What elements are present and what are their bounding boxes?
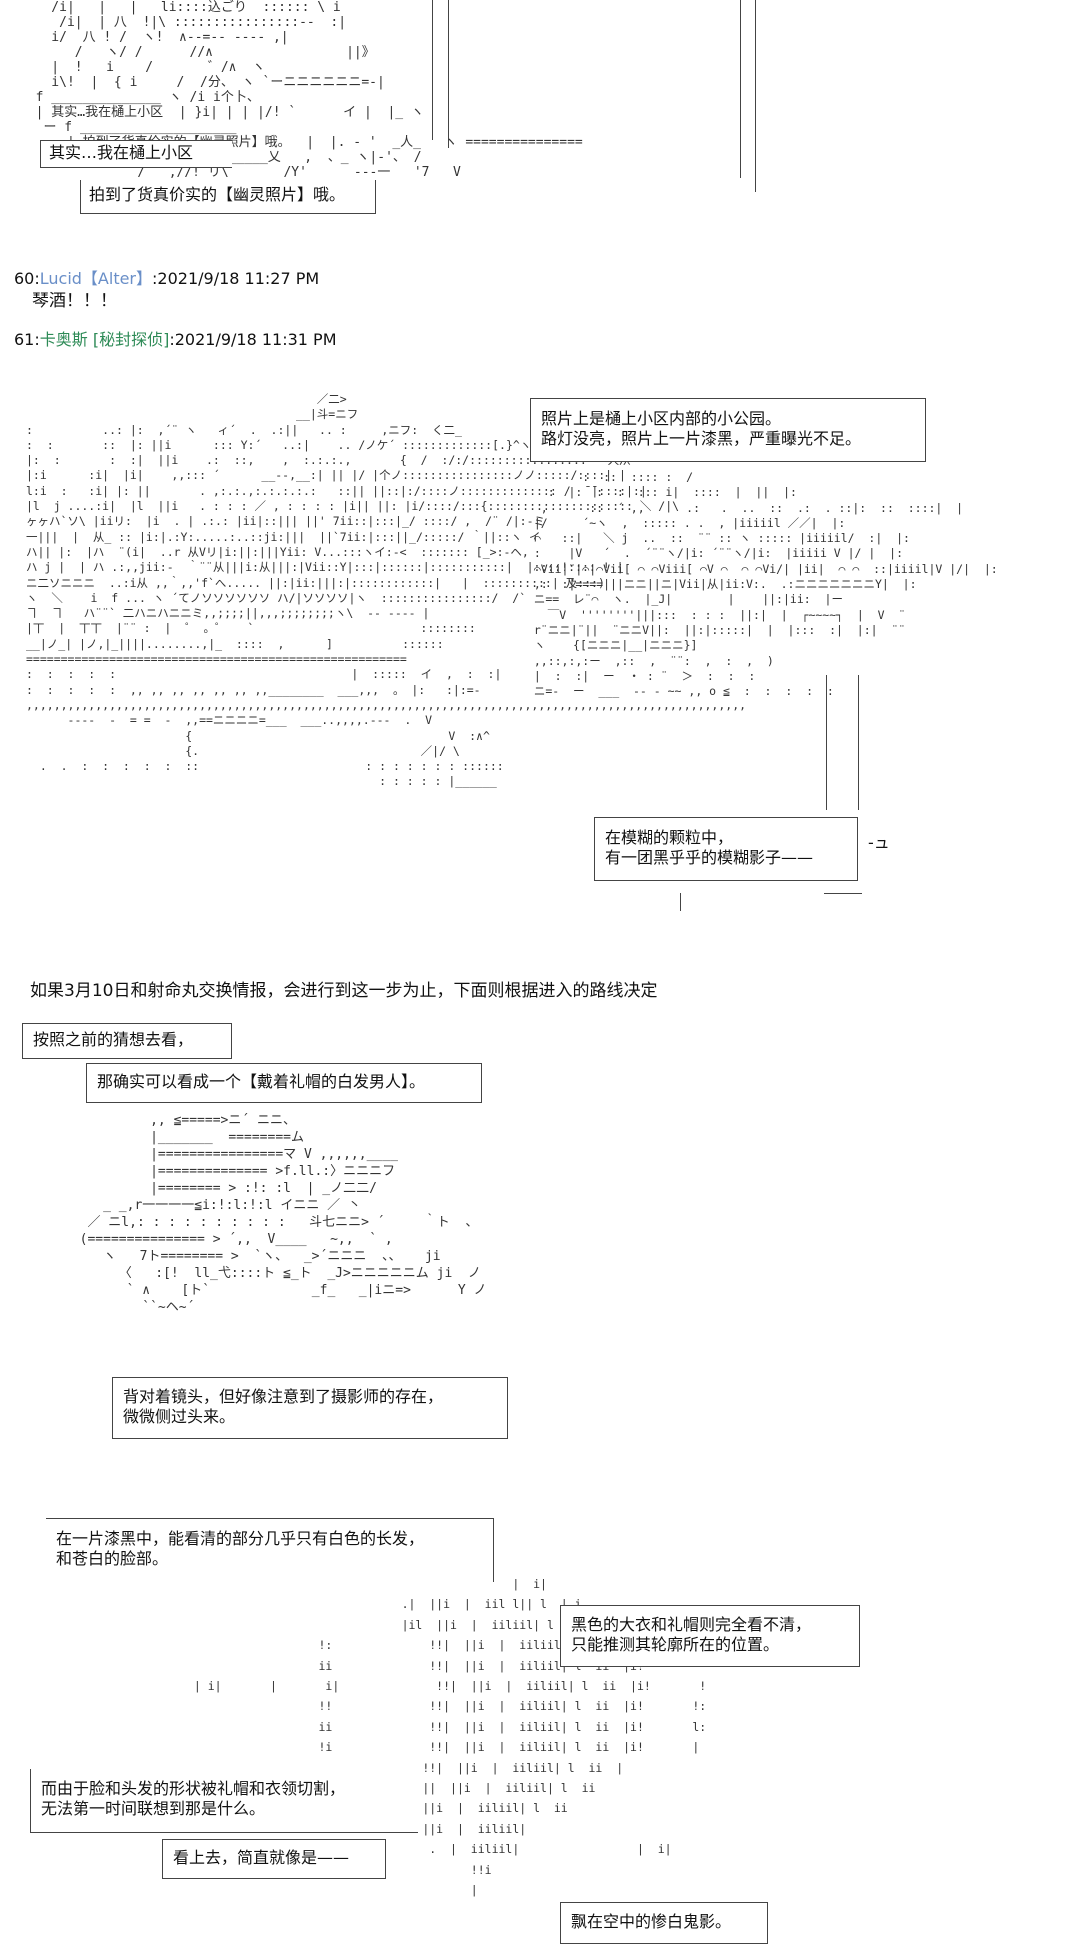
bubble-looks-like: 看上去，简直就像是——: [162, 1839, 386, 1879]
bubble-pitch-black: 在一片漆黑中，能看清的部分几乎只有白色的长发， 和苍白的脸部。: [46, 1518, 494, 1582]
park-suffix-text: -ュ: [868, 833, 890, 852]
post-number: 60:: [14, 269, 40, 288]
narration-route: 如果3月10日和射命丸交换情报，会进行到这一步为止，下面则根据进入的路线决定: [30, 981, 658, 1001]
bubble-white-haired-man: 那确实可以看成一个【戴着礼帽的白发男人】。: [86, 1063, 482, 1103]
bubble-back-to-camera: 背对着镜头，但好像注意到了摄影师的存在， 微微侧过头来。: [112, 1377, 508, 1439]
post-timestamp: :2021/9/18 11:27 PM: [152, 269, 320, 288]
top-frame-inner-vertical: [740, 0, 741, 178]
park-bottom-tick: [680, 893, 681, 911]
bubble-pale-ghost: 飘在空中的惨白鬼影。: [560, 1902, 768, 1944]
park-bottom-rule: [824, 893, 862, 894]
top-ascii-art: /i| | | li::::込ごり :::::: \ i /i| | 八 !|\…: [20, 0, 583, 180]
post-60-body: 琴酒！！！: [32, 291, 117, 311]
bubble-hikami-district: 其实…我在樋上小区: [40, 140, 232, 168]
bubble-blurry-shadow: 在模糊的颗粒中， 有一团黑乎乎的模糊影子——: [594, 817, 858, 881]
post-timestamp: :2021/9/18 11:31 PM: [169, 330, 337, 349]
park-pillar-right: [858, 675, 859, 810]
bubble-cut-shape: 而由于脸和头发的形状被礼帽和衣领切割， 无法第一时间联想到那是什么。: [30, 1769, 418, 1833]
post-author-name[interactable]: Lucid: [39, 269, 82, 288]
top-hat-man-ascii-art: ,, ≦=====>ニ´ ニニ、 |_______ ========ム |===…: [64, 1113, 487, 1315]
bubble-ghost-photo: 拍到了货真价实的【幽灵照片】哦。: [80, 180, 376, 214]
top-frame-inner-left-vertical: [432, 0, 433, 140]
post-61-header: 61:卡奥斯 [秘封探侦]:2021/9/18 11:31 PM: [14, 330, 337, 350]
park-pillar-left: [826, 675, 827, 810]
post-60-header: 60:Lucid【Alter】:2021/9/18 11:27 PM: [14, 269, 319, 289]
top-frame-right-vertical: [755, 0, 756, 192]
bubble-previous-guess: 按照之前的猜想去看，: [22, 1023, 232, 1059]
post-author-name[interactable]: 卡奥斯 [秘封探侦]: [39, 330, 170, 349]
bubble-park-photo: 照片上是樋上小区内部的小公园。 路灯没亮，照片上一片漆黑，严重曝光不足。: [530, 398, 926, 462]
park-right-ascii-art: : :: :::: : / : |: : : ::: i| :::: | || …: [520, 470, 998, 699]
top-frame-left-vertical: [448, 0, 449, 148]
post-number: 61:: [14, 330, 40, 349]
bubble-black-coat: 黑色的大衣和礼帽则完全看不清， 只能推测其轮廓所在的位置。: [560, 1605, 860, 1667]
post-author-trip: 【Alter】: [81, 269, 153, 288]
